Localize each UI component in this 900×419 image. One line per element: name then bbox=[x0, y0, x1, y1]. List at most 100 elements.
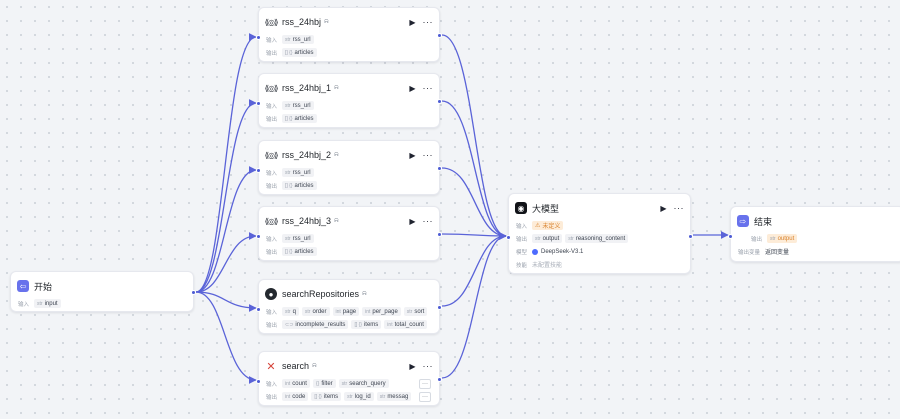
rss-plugin-icon: ⟪◎⟫ bbox=[264, 150, 279, 160]
rss-plugin-icon: ⟪◎⟫ bbox=[264, 216, 279, 226]
llm-input-port[interactable] bbox=[506, 235, 511, 240]
debug-icon: ⍾ bbox=[334, 217, 339, 224]
llm-icon: ◉ bbox=[515, 202, 527, 214]
more-icon[interactable]: ··· bbox=[673, 203, 684, 213]
llm-node-title: 大模型 bbox=[532, 203, 560, 214]
search-repositories-title: searchRepositories bbox=[282, 289, 360, 299]
llm-node-header[interactable]: ◉ 大模型 ▶ ··· bbox=[509, 197, 690, 219]
start-node-title: 开始 bbox=[34, 281, 53, 292]
edge-github-llm bbox=[441, 232, 507, 307]
rss-3-node-header[interactable]: ⟪◎⟫ rss_24hbj_3 ⍾ ▶ ··· bbox=[259, 210, 439, 232]
rss-2-output-port[interactable] bbox=[437, 166, 442, 171]
more-inputs-button[interactable]: ··· bbox=[419, 378, 431, 389]
output-items: [] {}items bbox=[311, 392, 342, 401]
more-icon[interactable]: ··· bbox=[422, 150, 433, 160]
search-repositories-header[interactable]: ● searchRepositories ⍾ bbox=[259, 283, 439, 305]
llm-node-model: 模型 DeepSeek-V3.1 bbox=[516, 248, 584, 256]
rss-1-node-header[interactable]: ⟪◎⟫ rss_24hbj_1 ⍾ ▶ ··· bbox=[259, 77, 439, 99]
end-node-output-text: 输出变量 返回变量 bbox=[731, 245, 900, 258]
rss-3-input-port[interactable] bbox=[256, 234, 261, 239]
more-icon[interactable]: ··· bbox=[422, 83, 433, 93]
more-icon[interactable]: ··· bbox=[422, 216, 433, 226]
search-repositories-input-port[interactable] bbox=[256, 307, 261, 312]
debug-icon: ⍾ bbox=[312, 362, 317, 369]
edge-start-github bbox=[195, 291, 257, 312]
output-items: [] {}items bbox=[351, 320, 382, 329]
start-node-header[interactable]: ⇦ 开始 bbox=[11, 275, 193, 297]
search-input-port[interactable] bbox=[256, 379, 261, 384]
play-icon[interactable]: ▶ bbox=[409, 361, 416, 371]
edge-start-search bbox=[195, 291, 257, 384]
search-output-port[interactable] bbox=[437, 377, 442, 382]
rss-node-header[interactable]: ⟪◎⟫ rss_24hbj ⍾ ▶ ··· bbox=[259, 11, 439, 33]
rss-3-node-title: rss_24hbj_3 bbox=[282, 216, 332, 226]
debug-icon: ⍾ bbox=[334, 84, 339, 91]
search-repositories-output-port[interactable] bbox=[437, 305, 442, 310]
end-input-port[interactable] bbox=[728, 234, 733, 239]
edge-search-llm bbox=[441, 232, 507, 379]
debug-icon: ⍾ bbox=[334, 151, 339, 158]
more-icon[interactable]: ··· bbox=[422, 17, 433, 27]
end-output-text: 返回变量 bbox=[765, 250, 790, 256]
rss-1-input-port[interactable] bbox=[256, 101, 261, 106]
more-icon[interactable]: ··· bbox=[422, 361, 433, 371]
play-icon[interactable]: ▶ bbox=[409, 150, 416, 160]
rss-1-output-port[interactable] bbox=[437, 99, 442, 104]
rss-2-node-header[interactable]: ⟪◎⟫ rss_24hbj_2 ⍾ ▶ ··· bbox=[259, 144, 439, 166]
rss-2-input-port[interactable] bbox=[256, 168, 261, 173]
llm-skill-text: 未配置技能 bbox=[532, 263, 563, 269]
rss-1-output-var: [] {}articles bbox=[282, 114, 317, 123]
x-search-icon: ✕ bbox=[266, 360, 276, 373]
edge-start-rss bbox=[195, 33, 257, 293]
deepseek-icon bbox=[532, 248, 539, 255]
rss-output-var: [] {}articles bbox=[282, 48, 317, 57]
rss-plugin-icon: ⟪◎⟫ bbox=[264, 83, 279, 93]
rss-node-title: rss_24hbj bbox=[282, 17, 322, 27]
search-node-header[interactable]: ✕ search ⍾ ▶ ··· bbox=[259, 355, 439, 377]
play-icon[interactable]: ▶ bbox=[660, 203, 667, 213]
edge-rss-llm bbox=[441, 34, 507, 240]
rss-3-output-var: [] {}articles bbox=[282, 247, 317, 256]
more-outputs-button[interactable]: ··· bbox=[419, 391, 431, 402]
start-output-port[interactable] bbox=[191, 290, 196, 295]
play-icon[interactable]: ▶ bbox=[409, 83, 416, 93]
github-icon: ● bbox=[265, 288, 277, 300]
rss-input-port[interactable] bbox=[256, 35, 261, 40]
play-icon[interactable]: ▶ bbox=[409, 216, 416, 226]
edge-rss3-llm bbox=[441, 232, 507, 240]
end-node-title: 结束 bbox=[754, 216, 773, 227]
end-node-header[interactable]: ⇨ 结束 bbox=[731, 210, 900, 232]
start-input-label: 输入 bbox=[18, 301, 30, 308]
play-icon[interactable]: ▶ bbox=[409, 17, 416, 27]
edge-start-rss1 bbox=[195, 99, 257, 293]
rss-3-output-port[interactable] bbox=[437, 232, 442, 237]
llm-output-port[interactable] bbox=[688, 234, 693, 239]
rss-output-port[interactable] bbox=[437, 33, 442, 38]
